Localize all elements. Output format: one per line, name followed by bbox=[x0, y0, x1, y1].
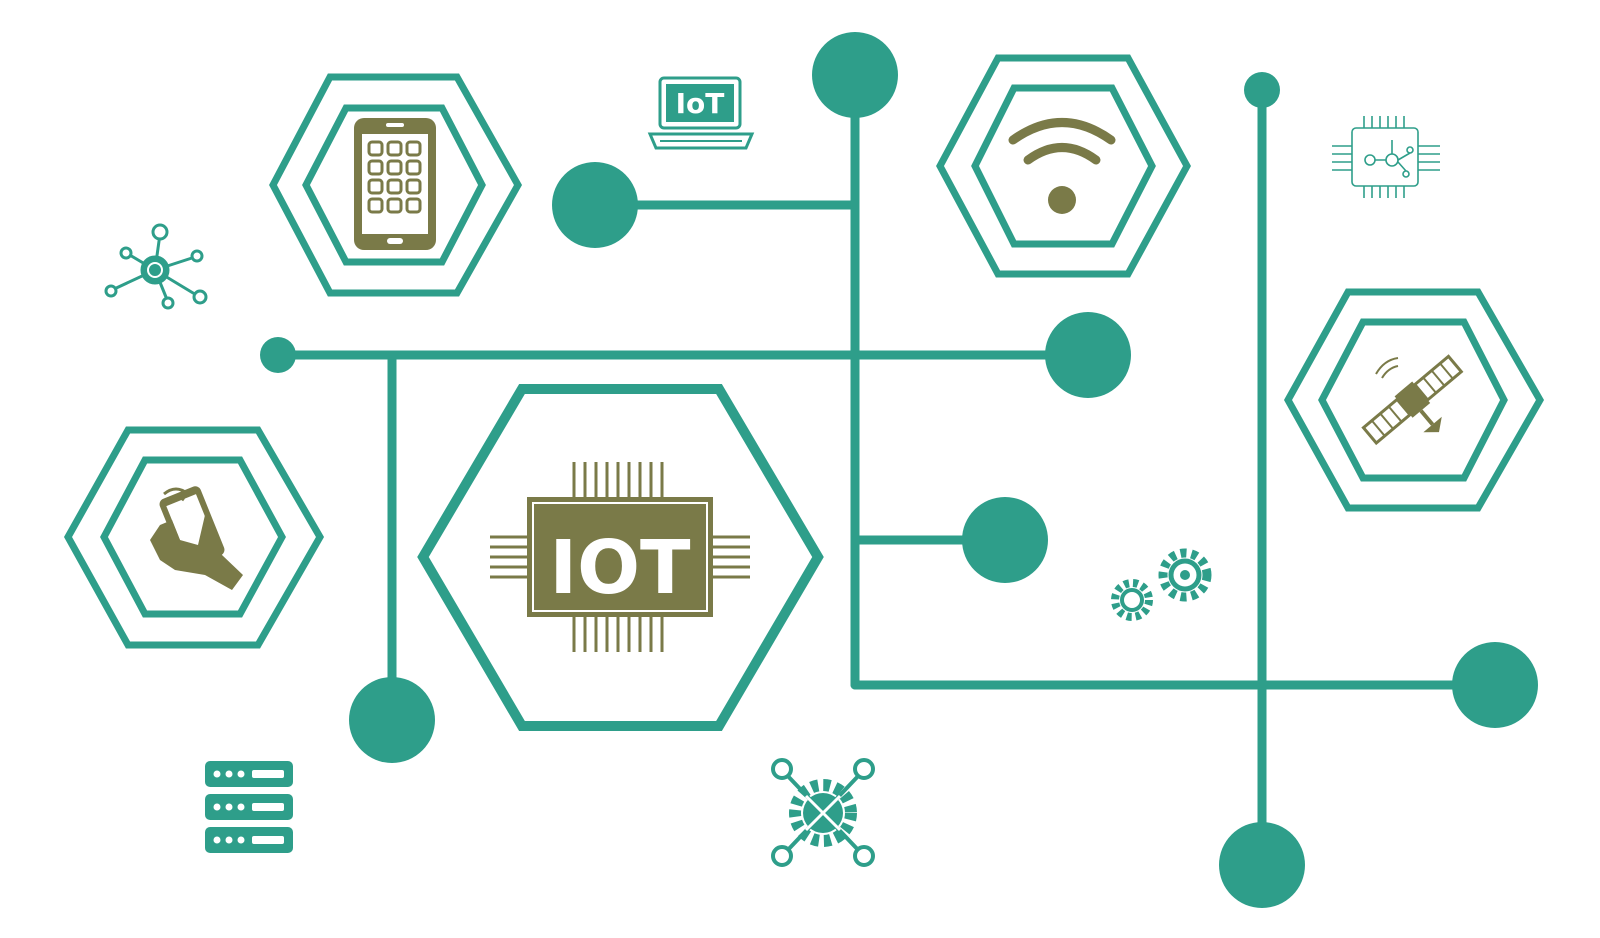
connector-dot bbox=[1244, 72, 1280, 108]
laptop-screen-label: IoT bbox=[676, 87, 725, 120]
phone-hexagon bbox=[63, 426, 325, 649]
tablet-hexagon bbox=[269, 73, 523, 297]
hub-chip-label: IOT bbox=[550, 525, 691, 611]
network-node-icon bbox=[104, 223, 208, 310]
gear-network-icon bbox=[771, 758, 875, 867]
connector-dot bbox=[812, 32, 898, 118]
connector-dot bbox=[1045, 312, 1131, 398]
gears-icon bbox=[1111, 548, 1212, 621]
wifi-hexagon bbox=[936, 54, 1191, 278]
wifi-icon bbox=[1008, 118, 1116, 214]
connector-dot bbox=[260, 337, 296, 373]
iot-chip-icon bbox=[490, 462, 750, 652]
tablet-icon bbox=[354, 118, 436, 250]
satellite-signal bbox=[1375, 357, 1399, 379]
circuit-board-icon bbox=[1332, 116, 1440, 198]
hand-smartphone-icon bbox=[150, 486, 243, 590]
connector-dot bbox=[1219, 822, 1305, 908]
connector-dot bbox=[1452, 642, 1538, 728]
connector-dot bbox=[349, 677, 435, 763]
connector-lines bbox=[273, 70, 1500, 875]
server-stack-icon bbox=[205, 761, 293, 853]
satellite-icon bbox=[1361, 354, 1464, 446]
connector-dot bbox=[552, 162, 638, 248]
laptop-icon bbox=[647, 76, 755, 150]
connector-dots bbox=[260, 32, 1538, 908]
connector-dot bbox=[962, 497, 1048, 583]
satellite-hexagon bbox=[1283, 288, 1545, 512]
